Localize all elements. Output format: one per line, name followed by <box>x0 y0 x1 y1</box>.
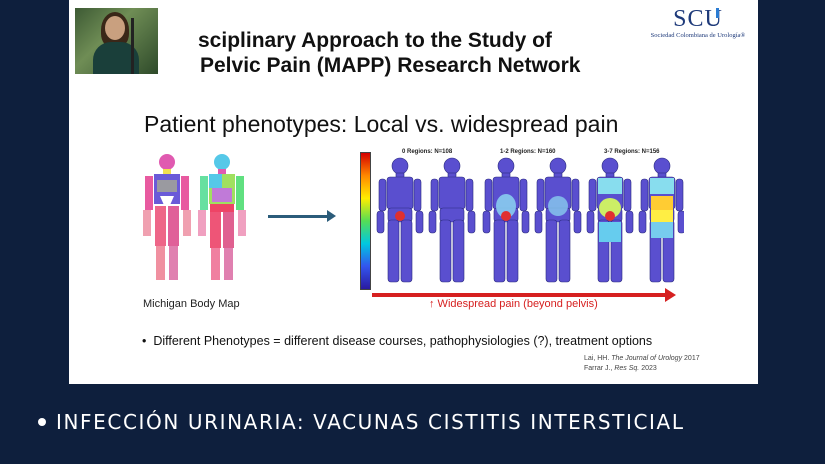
hotspot-pelvis-1 <box>501 211 511 221</box>
hotspot-upper-back-2 <box>650 178 674 194</box>
widespread-pain-arrow-icon <box>372 288 676 302</box>
logo-acronym: SCU <box>673 6 723 32</box>
body-back-icon <box>198 154 246 280</box>
bullet-dot-icon <box>38 417 46 426</box>
hotspot-back-1 <box>548 196 568 216</box>
caption-text: INFECCIÓN URINARIA: VACUNAS CISTITIS INT… <box>56 410 685 434</box>
heatmap-color-scale <box>360 152 371 290</box>
speaker-video-thumbnail[interactable] <box>75 8 158 74</box>
logo-full-name: Sociedad Colombiana de Urología® <box>650 32 746 39</box>
group-label-0-regions: 0 Regions: N=108 <box>402 149 453 155</box>
slide-title-line-1: sciplinary Approach to the Study of <box>198 29 552 52</box>
heatmap-body-back-1 <box>534 157 582 283</box>
hotspot-lower-back-2 <box>651 196 673 210</box>
pain-phenotype-heatmap-figure <box>376 157 684 283</box>
widespread-pain-label: ↑ Widespread pain (beyond pelvis) <box>429 298 598 310</box>
microphone-icon <box>131 18 134 74</box>
group-label-3-7-regions: 3-7 Regions: N=156 <box>604 149 660 155</box>
references: Lai, HH. The Journal of Urology 2017 Far… <box>584 354 700 374</box>
michigan-body-map-figure <box>143 154 246 280</box>
slide-subtitle: Patient phenotypes: Local vs. widespread… <box>144 111 619 137</box>
reference-1: Lai, HH. The Journal of Urology 2017 <box>584 355 700 362</box>
heatmap-body-back-0 <box>428 157 476 283</box>
arrow-right-icon <box>268 210 336 222</box>
reference-2: Farrar J., Res Sq. 2023 <box>584 365 657 372</box>
slide-title: sciplinary Approach to the Study of Pelv… <box>198 28 618 78</box>
hotspot-pelvis-0 <box>395 211 405 221</box>
hotspot-thighs-2 <box>599 222 621 242</box>
logo-accent-icon <box>716 8 719 18</box>
scu-logo: SCU Sociedad Colombiana de Urología® <box>642 6 754 50</box>
hotspot-abdomen-2 <box>599 198 621 218</box>
hotspot-pelvis-2 <box>605 211 615 221</box>
michigan-body-map-caption: Michigan Body Map <box>143 298 240 310</box>
slide-title-line-2: Pelvic Pain (MAPP) Research Network <box>200 54 581 77</box>
group-label-1-2-regions: 1-2 Regions: N=160 <box>500 149 556 155</box>
hotspot-buttocks-2 <box>651 210 673 222</box>
phenotypes-bullet-text: Different Phenotypes = different disease… <box>153 334 653 348</box>
bullet-icon: • <box>142 334 154 348</box>
hotspot-hamstrings-2 <box>651 222 673 238</box>
hotspot-chest-2 <box>598 178 622 194</box>
lower-third-caption: INFECCIÓN URINARIA: VACUNAS CISTITIS INT… <box>38 410 685 434</box>
body-front-icon <box>143 154 191 280</box>
hotspot-abdomen-1 <box>496 194 516 218</box>
phenotypes-bullet: • Different Phenotypes = different disea… <box>142 334 652 348</box>
